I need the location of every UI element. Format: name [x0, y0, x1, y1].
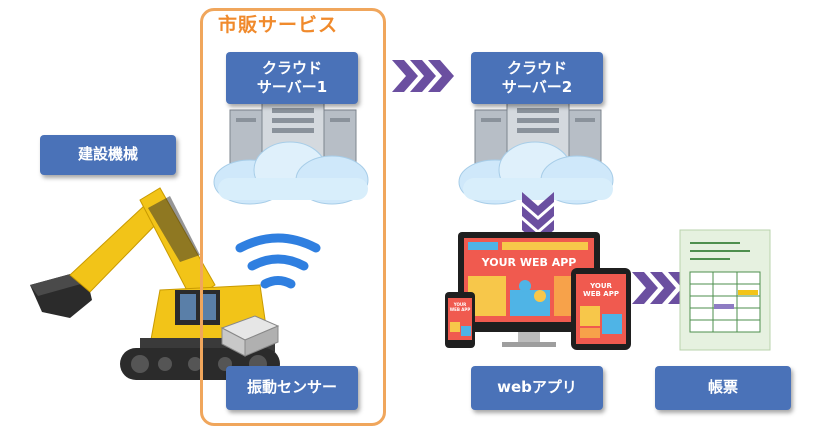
- node-cloud-server-2: クラウド サーバー2: [471, 52, 603, 104]
- monitor-screen-text: YOUR WEB APP: [481, 256, 577, 269]
- phone-screen-text: YOUR WEB APP: [449, 302, 471, 312]
- node-vibration-sensor: 振動センサー: [226, 366, 358, 410]
- node-report: 帳票: [655, 366, 791, 410]
- market-service-frame: [200, 8, 386, 426]
- tablet-screen-text: YOUR WEB APP: [583, 282, 619, 299]
- node-cloud-server-1: クラウド サーバー1: [226, 52, 358, 104]
- market-service-title: 市販サービス: [218, 14, 339, 36]
- arrow-right-icon: [392, 60, 454, 92]
- node-construction-machine: 建設機械: [40, 135, 176, 175]
- node-web-app: webアプリ: [471, 366, 603, 410]
